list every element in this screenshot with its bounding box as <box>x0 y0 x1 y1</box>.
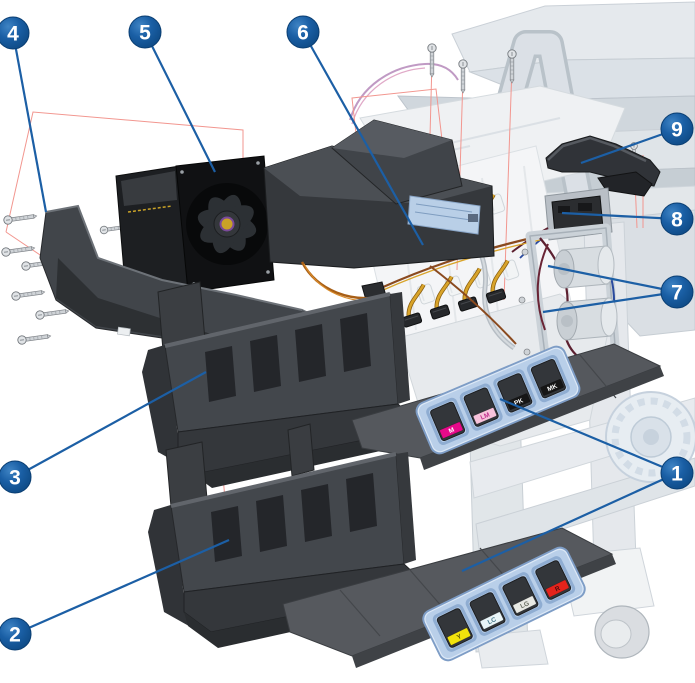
callouts: 1 2 3 4 5 6 7 8 9 <box>0 15 694 651</box>
cartridge-window-frame <box>459 383 503 431</box>
ink-label-text: LG <box>519 600 530 610</box>
screw <box>16 331 52 346</box>
callout-number: 3 <box>9 467 21 490</box>
callout-5: 5 <box>128 15 216 173</box>
leader-line <box>499 397 678 475</box>
cartridge-window-frame <box>531 556 576 604</box>
ink-label-M <box>439 421 464 439</box>
leader-line <box>561 211 678 221</box>
leader-line <box>14 538 230 636</box>
cartridge-window-frame <box>465 588 510 636</box>
ink-label-Y <box>447 627 471 646</box>
screw <box>2 211 38 226</box>
pump-motor-2 <box>556 297 618 341</box>
screw <box>458 59 468 94</box>
callout-number: 2 <box>9 624 21 647</box>
leader-line <box>144 31 216 173</box>
ink-label-LG <box>512 595 537 614</box>
callout-number: 6 <box>297 22 309 45</box>
leader-line <box>580 127 678 165</box>
caster-wheel <box>559 547 655 659</box>
ink-label-text: PK <box>513 397 524 407</box>
ink-label-LM <box>473 407 497 425</box>
ink-label-text: R <box>554 585 562 593</box>
ink-cartridge-bezel-lower: Y LC LG R <box>422 546 586 662</box>
ink-label-R <box>545 579 570 598</box>
ink-label-MK <box>540 378 564 396</box>
leader-line <box>542 290 678 314</box>
cartridge-window-frame <box>426 397 470 445</box>
cartridge-window-frame <box>498 572 543 620</box>
cooling-fan <box>175 155 275 293</box>
screw <box>10 287 46 302</box>
screw <box>34 306 70 321</box>
leader-line <box>547 264 678 294</box>
aps-label <box>407 195 481 235</box>
callout-number: 8 <box>671 209 683 232</box>
callout-7: 7 <box>542 264 694 314</box>
leader-line <box>302 31 424 246</box>
callout-number: 1 <box>671 463 683 486</box>
callout-circle <box>660 456 694 490</box>
ink-label-LC <box>479 611 504 630</box>
callout-3: 3 <box>0 371 207 494</box>
ink-label-text: Y <box>456 633 464 641</box>
callout-circle <box>0 617 32 651</box>
callout-1: 1 <box>461 397 694 573</box>
callout-4: 4 <box>0 16 48 213</box>
callout-9: 9 <box>580 112 694 165</box>
pump-motor-1 <box>553 245 615 289</box>
aps-fan-assembly <box>115 119 517 345</box>
callout-circle <box>660 275 694 309</box>
callout-2: 2 <box>0 538 230 651</box>
ink-label-text: LC <box>487 616 498 626</box>
callout-number: 4 <box>7 23 19 46</box>
leader-line <box>14 371 207 478</box>
callout-circle <box>0 16 30 50</box>
handle-bracket-part <box>545 135 661 197</box>
cartridge-window-frame <box>432 604 477 652</box>
callout-8: 8 <box>561 202 694 236</box>
callout-number: 7 <box>671 282 683 305</box>
callout-number: 5 <box>139 22 151 45</box>
screw <box>0 243 36 258</box>
callout-6: 6 <box>286 15 424 246</box>
ink-label-text: LM <box>480 412 491 422</box>
callout-circle <box>660 112 694 146</box>
ink-label-text: MK <box>546 383 558 394</box>
ink-label-text: M <box>448 427 456 436</box>
cartridge-window-frame <box>526 355 570 403</box>
callout-circle <box>660 202 694 236</box>
screw <box>427 43 437 78</box>
ink-label-PK <box>506 393 531 410</box>
leader-line <box>461 471 678 573</box>
leader-line <box>11 32 48 213</box>
callout-circle <box>128 15 162 49</box>
callout-circle <box>286 15 320 49</box>
callout-circle <box>0 460 32 494</box>
callout-number: 9 <box>671 119 683 142</box>
